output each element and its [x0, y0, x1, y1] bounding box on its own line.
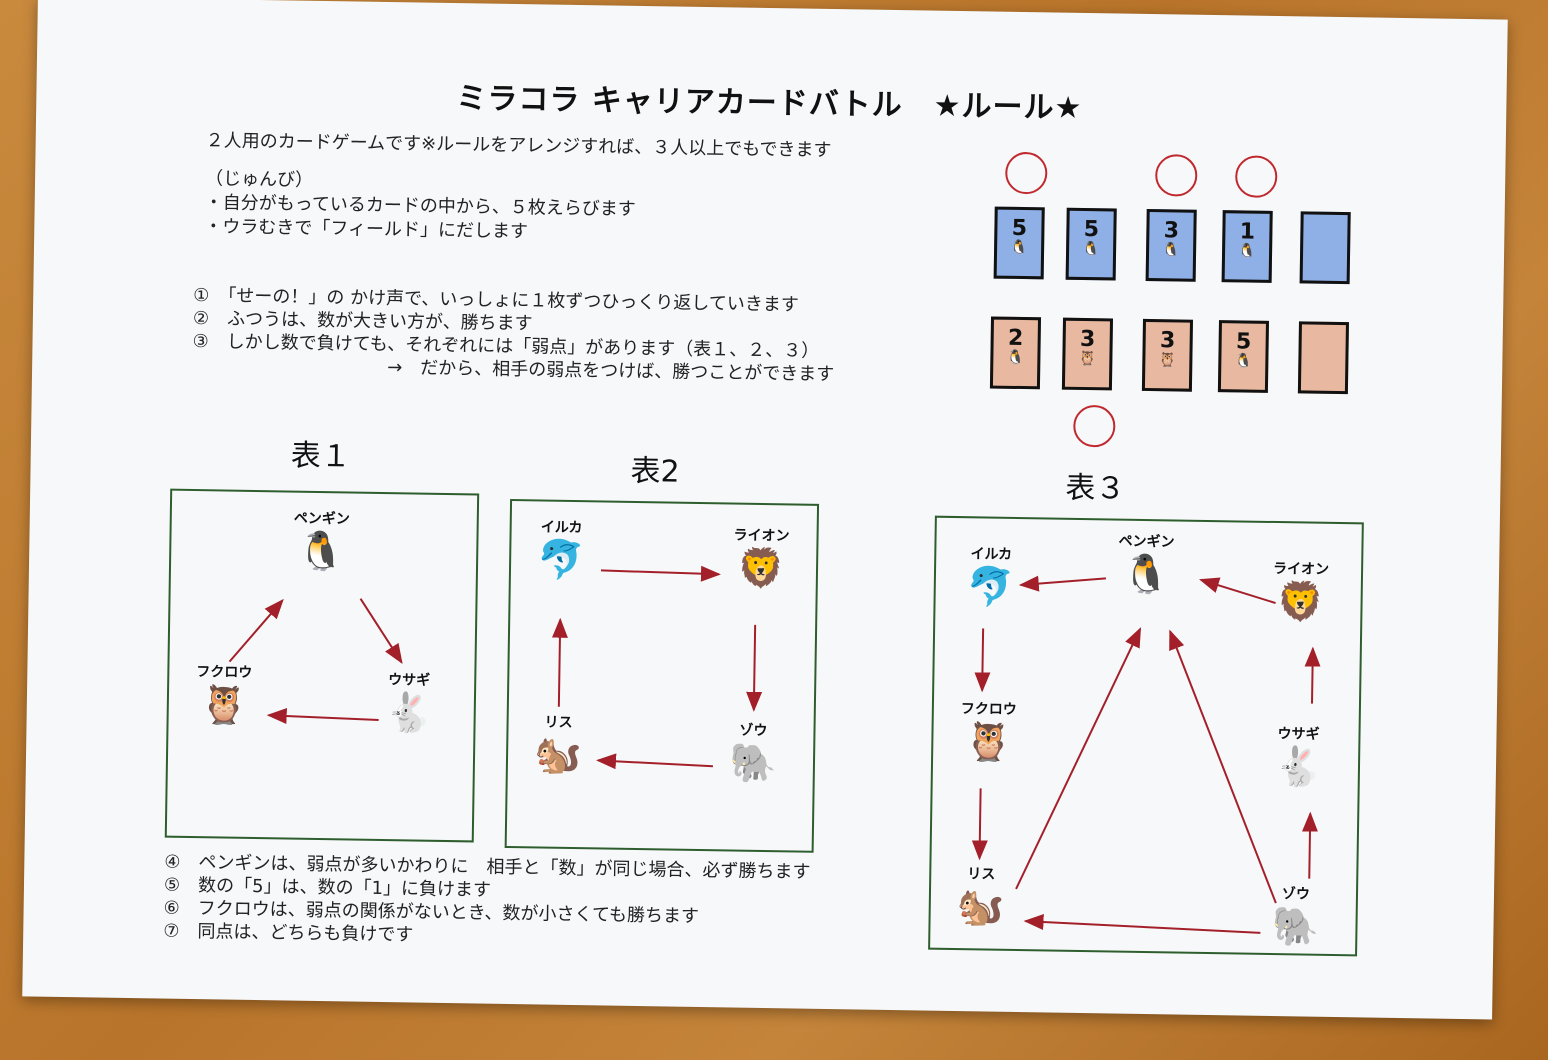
arrow	[746, 624, 763, 712]
rule-sheet: ミラコラ キャリアカードバトル ★ルール★ ２人用のカードゲームです※ルールをア…	[22, 0, 1508, 1020]
win-circle	[1072, 404, 1116, 448]
card-top-4: 1🐧	[1221, 210, 1273, 283]
arrow	[1018, 575, 1107, 592]
card-top-5-facedown	[1299, 211, 1351, 285]
card-top-1: 5🐧	[993, 206, 1045, 280]
arrow	[1199, 577, 1276, 604]
arrow	[228, 598, 284, 663]
penguin-icon: 🐧	[1238, 243, 1256, 260]
arrow	[596, 753, 713, 770]
arrow	[971, 788, 988, 861]
card-field: 5🐧 5🐧 3🐧 1🐧 2🐧 3🦉 3🦉 5🐧	[951, 151, 1356, 457]
win-circle	[1234, 155, 1278, 199]
card-top-2: 5🐧	[1065, 207, 1117, 281]
arrow	[266, 708, 379, 724]
card-bottom-2: 3🦉	[1061, 317, 1114, 391]
table2-box: イルカ 🐬 ライオン 🦁 リス 🐿️ ゾウ 🐘	[504, 498, 820, 853]
table2-label: 表2	[630, 453, 680, 490]
arrow	[551, 617, 568, 707]
arrow	[1301, 811, 1318, 879]
table3-label: 表３	[1065, 470, 1126, 507]
notes-section: ④ ペンギンは、弱点が多いかわりに 相手と「数」が同じ場合、必ず勝ちます ⑤ 数…	[163, 851, 811, 953]
penguin-icon: 🐧	[1006, 349, 1025, 367]
arrow	[359, 598, 403, 664]
rules-section: ① 「せーの！」の かけ声で、いっしょに１枚ずつひっくり返していきます ② ふつ…	[192, 284, 835, 386]
owl-icon: 🦉	[1078, 350, 1097, 368]
arrow	[1304, 646, 1321, 704]
arrow	[1015, 627, 1142, 890]
owl-icon: 🦉	[1158, 352, 1177, 369]
card-bottom-5-facedown	[1297, 321, 1349, 395]
penguin-icon: 🐧	[1234, 353, 1253, 370]
win-circle	[1154, 154, 1198, 197]
intro-section: ２人用のカードゲームです※ルールをアレンジすれば、３人以上でもできます （じゅん…	[204, 129, 831, 249]
card-top-3: 3🐧	[1145, 208, 1197, 282]
table3-arrows	[971, 575, 1321, 934]
table1-label: 表１	[290, 438, 352, 475]
arrow	[600, 565, 721, 582]
page-title: ミラコラ キャリアカードバトル ★ルール★	[456, 81, 1083, 126]
card-bottom-3: 3🦉	[1141, 318, 1194, 392]
penguin-icon: 🐧	[1162, 242, 1180, 259]
table1-box: ペンギン 🐧 フクロウ 🦉 ウサギ 🐇	[164, 488, 480, 843]
arrow	[1169, 629, 1277, 904]
arrow	[974, 628, 991, 693]
table3-box: イルカ 🐬 ペンギン 🐧 ライオン 🦁 フクロウ 🦉 ウサギ 🐇 リス 🐿️ ゾ…	[928, 515, 1364, 957]
card-bottom-4: 5🐧	[1217, 320, 1270, 393]
table1-arrows	[228, 598, 403, 724]
penguin-icon: 🐧	[1082, 240, 1100, 258]
penguin-icon: 🐧	[1010, 239, 1028, 257]
card-bottom-1: 2🐧	[989, 316, 1042, 390]
table2-arrows	[551, 565, 763, 770]
arrow	[1023, 914, 1261, 934]
win-circle	[1004, 151, 1048, 195]
